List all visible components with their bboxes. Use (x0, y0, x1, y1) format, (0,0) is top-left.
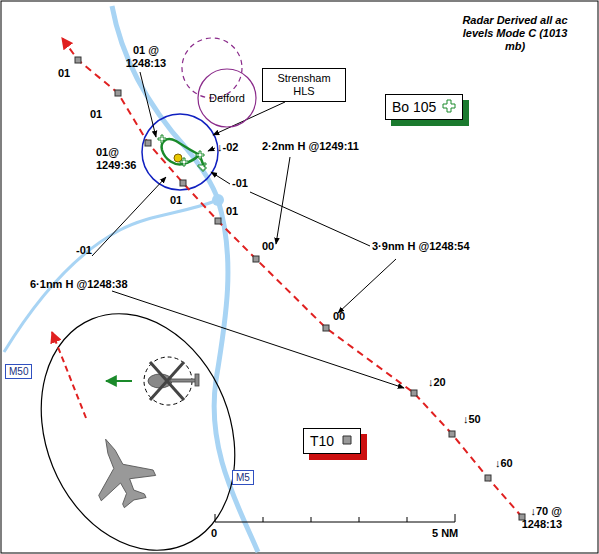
m50-road (4, 200, 218, 352)
separation-note: 6·1nm H @1248:38 (30, 278, 128, 291)
helicopter-symbol (442, 99, 456, 113)
airfield-zone (182, 38, 242, 98)
hls-label-box: Strensham HLS (262, 68, 346, 102)
flight-level: 00 (333, 310, 345, 323)
flight-level-time: 01 @ 1248:13 (121, 44, 171, 70)
note-text: Radar Derived all ac levels Mode C (1013… (452, 14, 578, 53)
flight-level-time: 01@ 1249:36 (96, 146, 142, 172)
heli-level: ↓-02 (217, 141, 238, 154)
jet-silhouette (78, 427, 162, 516)
scale-label: 5 NM (432, 527, 458, 540)
flight-level: 01 (226, 205, 238, 218)
inset-ellipse (7, 284, 269, 554)
road-label-box: M5 (232, 470, 254, 485)
bo105-heading (106, 380, 132, 382)
t10-track (62, 38, 522, 517)
t10-box: T10 (303, 428, 361, 454)
scale-bar (215, 514, 455, 522)
node-text: T10 (310, 433, 334, 449)
bo105-box: Bo 105 (385, 94, 463, 120)
airfield-circle: Defford (197, 68, 257, 128)
track-points (75, 57, 525, 520)
flight-level: 00 (262, 240, 274, 253)
separation-note: 2·2nm H @1249:11 (262, 140, 359, 153)
flight-level: ↓50 (463, 413, 481, 426)
junction-dot (212, 194, 224, 206)
flight-level: ↓60 (495, 457, 513, 470)
road-label-box: M50 (5, 364, 32, 379)
flight-level: 01 (90, 108, 102, 121)
node-text: M50 (9, 366, 28, 377)
node-text: Defford (197, 68, 257, 128)
heli-level: -01 (76, 244, 92, 257)
scale-label: 0 (211, 527, 217, 540)
bo105-track (162, 139, 204, 168)
separation-note: 3·9nm H @1248:54 (372, 240, 470, 253)
aircraft-symbol (340, 433, 354, 447)
flight-level: ↓20 (428, 376, 446, 389)
node-text: Strensham HLS (277, 72, 330, 97)
flight-level: 01 (58, 67, 70, 80)
flight-level-time: ↓70 @ 1248:13 (498, 505, 562, 531)
heli-level: -01 (232, 177, 248, 190)
node-text: Bo 105 (392, 99, 436, 115)
flight-level: 01 (170, 194, 182, 207)
node-text: M5 (236, 472, 250, 483)
t10-heading (52, 332, 86, 418)
heli-points (158, 135, 206, 171)
leader-lines (92, 72, 404, 388)
helicopter-silhouette (148, 362, 199, 400)
